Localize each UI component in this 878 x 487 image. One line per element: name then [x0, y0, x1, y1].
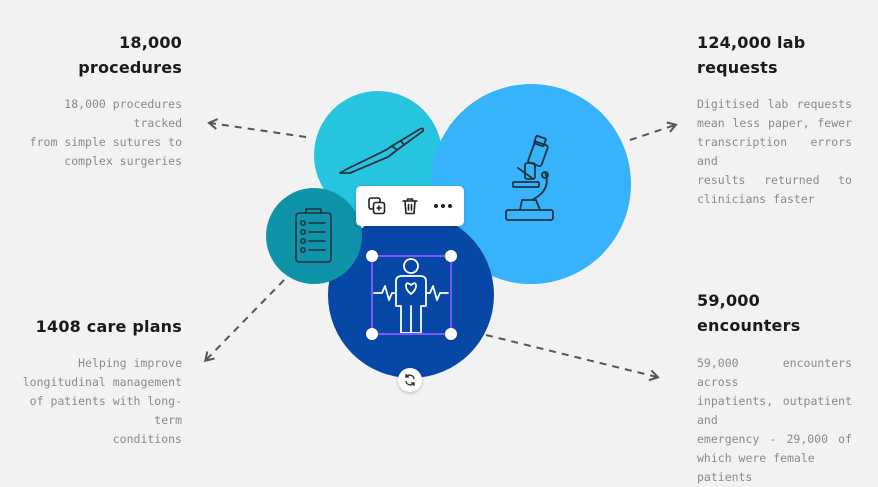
arrow-lab-requests — [629, 121, 678, 141]
delete-button[interactable] — [397, 193, 423, 219]
encounters-desc-line: 59,000 encounters across — [697, 356, 852, 389]
lab-requests-desc-line: clinicians faster — [697, 192, 815, 206]
circle-lab-requests[interactable] — [431, 84, 631, 284]
lab-requests-desc-line: mean less paper, fewer — [697, 116, 852, 130]
resize-handle-top-left[interactable] — [366, 250, 378, 262]
resize-handle-top-right[interactable] — [445, 250, 457, 262]
care-plans-desc-line: longitudinal management — [22, 375, 182, 389]
lab-requests-title-line2: requests — [697, 58, 778, 77]
lab-requests-description: Digitised lab requests mean less paper, … — [697, 95, 852, 209]
encounters-desc-line: inpatients, outpatient and — [697, 394, 852, 427]
element-toolbar — [356, 186, 464, 226]
encounters-description: 59,000 encounters across inpatients, out… — [697, 354, 852, 487]
procedures-desc-line: complex surgeries — [64, 154, 182, 168]
scalpel-icon — [339, 127, 425, 174]
care-plans-description: Helping improve longitudinal management … — [10, 354, 182, 449]
lab-requests-desc-line: transcription errors and — [697, 135, 852, 168]
resize-handle-bottom-right[interactable] — [445, 328, 457, 340]
encounters-desc-line: which were female patients — [697, 451, 815, 484]
lab-requests-title: 124,000 lab requests — [697, 30, 867, 80]
encounters-desc-line: emergency - 29,000 of — [697, 432, 852, 446]
circle-care-plans[interactable] — [266, 188, 362, 284]
patient-heart-icon — [373, 258, 449, 334]
encounters-title-line1: 59,000 — [697, 291, 760, 310]
care-plans-title: 1408 care plans — [20, 314, 182, 339]
duplicate-icon — [367, 197, 385, 215]
procedures-title-line1: 18,000 — [119, 33, 182, 52]
resize-handle-bottom-left[interactable] — [366, 328, 378, 340]
microscope-icon — [505, 134, 554, 221]
care-plans-desc-line: conditions — [112, 432, 182, 446]
selection-box[interactable] — [366, 250, 457, 340]
encounters-title: 59,000 encounters — [697, 288, 867, 338]
lab-requests-desc-line: Digitised lab requests — [697, 97, 852, 111]
clipboard-icon — [295, 208, 332, 263]
more-icon — [434, 204, 453, 208]
encounters-title-line2: encounters — [697, 316, 801, 335]
more-button[interactable] — [430, 193, 456, 219]
procedures-desc-line: from simple sutures to — [29, 135, 182, 149]
rotate-handle[interactable] — [398, 368, 422, 392]
procedures-desc-line: 18,000 procedures tracked — [64, 97, 182, 130]
procedures-description: 18,000 procedures tracked from simple su… — [20, 95, 182, 171]
procedures-title-line2: procedures — [78, 58, 182, 77]
rotate-icon — [405, 373, 415, 387]
duplicate-button[interactable] — [364, 193, 390, 219]
trash-icon — [402, 198, 418, 215]
arrow-encounters — [485, 334, 660, 382]
procedures-title: 18,000 procedures — [60, 30, 182, 80]
arrow-procedures — [207, 118, 307, 138]
lab-requests-desc-line: results returned to — [697, 173, 852, 187]
lab-requests-title-line1: 124,000 lab — [697, 33, 806, 52]
arrow-care-plans — [203, 279, 285, 363]
care-plans-title-line1: 1408 care plans — [35, 317, 182, 336]
care-plans-desc-line: Helping improve — [78, 356, 182, 370]
care-plans-desc-line: of patients with long-term — [29, 394, 182, 427]
